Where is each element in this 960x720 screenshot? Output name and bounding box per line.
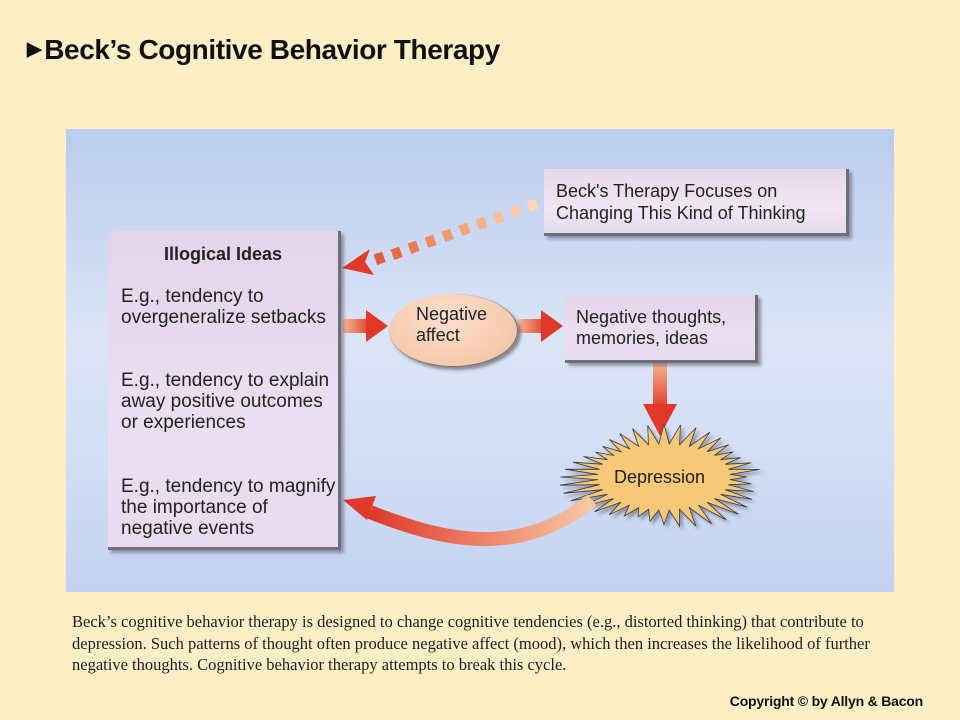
- copyright-notice: Copyright © by Allyn & Bacon: [729, 693, 923, 709]
- negative-thoughts-box: Negative thoughts, memories, ideas: [565, 295, 758, 363]
- triangle-bullet-icon: ▶: [27, 38, 42, 60]
- negative-thoughts-line2: memories, ideas: [576, 328, 709, 348]
- dash-segment: [458, 222, 471, 237]
- dashed-arrowhead: [342, 249, 374, 275]
- dash-segment: [475, 216, 488, 230]
- depression-label: Depression: [614, 467, 706, 487]
- dash-segment: [390, 246, 403, 261]
- illogical-ideas-heading: Illogical Ideas: [163, 244, 283, 264]
- dash-segment: [492, 210, 505, 224]
- dash-segment: [373, 251, 386, 266]
- figure-caption: Beck’s cognitive behavior therapy is des…: [72, 612, 870, 674]
- focus-note-line1: Beck's Therapy Focuses on: [556, 181, 778, 201]
- example-magnify: E.g., tendency to magnify the importance…: [121, 476, 336, 539]
- dash-segment: [441, 228, 454, 243]
- focus-note-line2: Changing This Kind of Thinking: [556, 203, 806, 223]
- arrow-ideas-to-affect: [343, 310, 388, 342]
- negative-affect-line2: affect: [416, 325, 460, 345]
- slide-title-text: Beck’s Cognitive Behavior Therapy: [44, 34, 500, 65]
- negative-affect-node: Negative affect: [389, 294, 518, 367]
- example-explain-away: E.g., tendency to explain away positive …: [121, 370, 330, 433]
- dash-segment: [407, 240, 420, 255]
- example-overgeneralize: E.g., tendency to overgeneralize setback…: [121, 286, 326, 328]
- curved-arrow-depression-to-ideas: [343, 494, 597, 546]
- dash-segment: [509, 204, 522, 218]
- slide-title: ▶ Beck’s Cognitive Behavior Therapy: [27, 34, 500, 66]
- dashed-arrow-focus-to-ideas: [342, 198, 539, 275]
- dash-segment: [424, 234, 437, 249]
- illogical-ideas-box: Illogical Ideas E.g., tendency to overge…: [108, 231, 341, 550]
- dash-segment: [526, 198, 539, 212]
- therapy-focus-note: Beck's Therapy Focuses on Changing This …: [544, 169, 849, 236]
- arrow-affect-to-thoughts: [518, 310, 563, 342]
- negative-thoughts-line1: Negative thoughts,: [576, 307, 727, 327]
- depression-starburst: [559, 422, 760, 528]
- arrow-thoughts-to-depression: [643, 362, 677, 436]
- negative-affect-line1: Negative: [416, 304, 488, 324]
